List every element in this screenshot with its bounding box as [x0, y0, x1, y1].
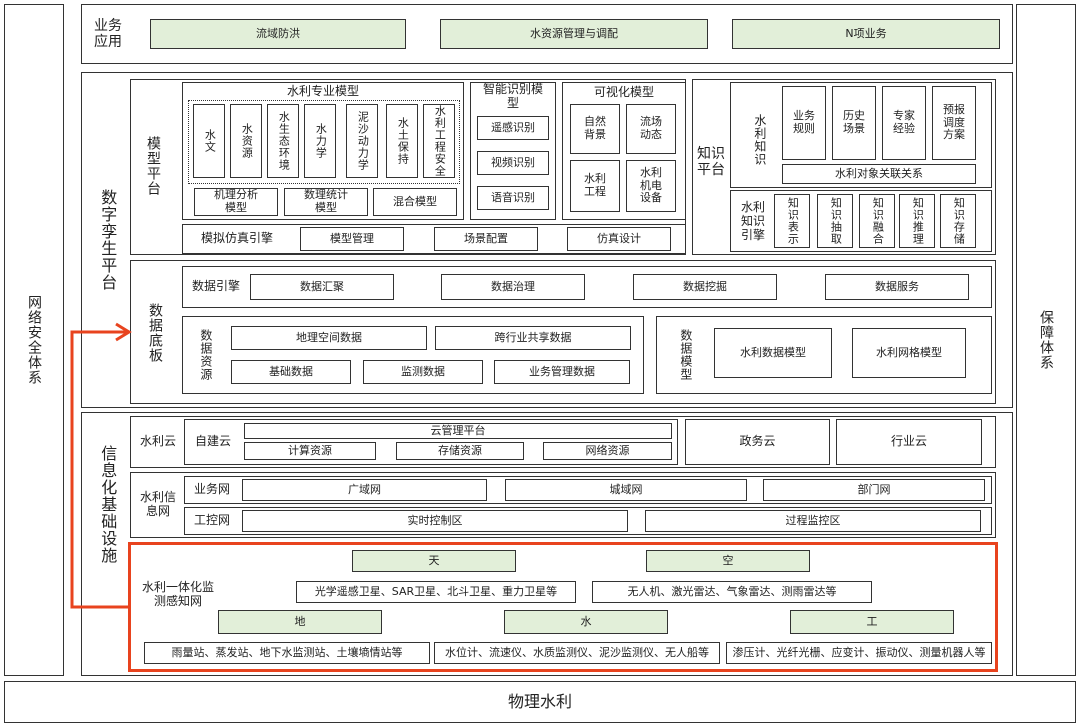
scene-configuration: 场景配置 [434, 227, 538, 251]
data-models-title: 数据模型 [678, 329, 693, 381]
infrastructure-title: 信息化基础设施 [98, 444, 118, 564]
cloud-management-platform: 云管理平台 [244, 423, 672, 439]
water-mechanical-equipment: 水利机电设备 [626, 160, 676, 212]
natural-background: 自然背景 [570, 104, 620, 154]
sensing-highlight-frame [128, 542, 998, 672]
network-security-label: 网络安全体系 [26, 295, 43, 385]
water-cloud-title: 水利云 [139, 434, 176, 449]
model-box: 水利工程安全 [423, 104, 455, 178]
flow-field-dynamics: 流场动态 [626, 104, 676, 154]
knowledge-representation: 知识表示 [774, 194, 810, 248]
metropolitan-network: 城域网 [505, 479, 747, 501]
data-base-title: 数据底板 [147, 303, 164, 363]
knowledge-engine-title: 水利知识引擎 [740, 200, 765, 242]
physical-water-bar: 物理水利 [4, 681, 1076, 723]
land-tier: 地 [218, 610, 382, 634]
realtime-control-zone: 实时控制区 [242, 510, 628, 532]
model-box: 泥沙动力学 [346, 104, 378, 178]
water-engineering: 水利工程 [570, 160, 620, 212]
data-engine-title: 数据引擎 [191, 279, 240, 294]
historical-scenes: 历史场景 [832, 86, 876, 160]
model-box: 水力学 [304, 104, 336, 178]
sky-devices: 光学遥感卫星、SAR卫星、北斗卫星、重力卫星等 [296, 581, 576, 603]
business-item: 流域防洪 [150, 19, 406, 49]
cross-industry-data: 跨行业共享数据 [435, 326, 631, 350]
water-devices: 水位计、流速仪、水质监测仪、泥沙监测仪、无人船等 [434, 642, 720, 664]
data-services: 数据服务 [825, 274, 969, 300]
model-platform-title: 模型平台 [145, 136, 162, 196]
knowledge-extraction: 知识抽取 [817, 194, 853, 248]
process-monitoring-zone: 过程监控区 [645, 510, 981, 532]
knowledge-reasoning: 知识推理 [899, 194, 935, 248]
knowledge-fusion: 知识融合 [859, 194, 895, 248]
network-security-column: 网络安全体系 [4, 4, 64, 676]
professional-models-title: 水利专业模型 [286, 84, 359, 99]
remote-sensing-recognition: 遥感识别 [477, 116, 549, 140]
guarantee-label: 保障体系 [1038, 310, 1055, 370]
water-data-model: 水利数据模型 [714, 328, 832, 378]
wide-area-network: 广域网 [242, 479, 487, 501]
model-management: 模型管理 [300, 227, 404, 251]
industry-cloud: 行业云 [836, 419, 982, 465]
government-cloud: 政务云 [685, 419, 830, 465]
business-network-title: 业务网 [193, 482, 230, 497]
voice-recognition: 语音识别 [477, 186, 549, 210]
data-resources-title: 数据资源 [198, 329, 213, 381]
statistics-model: 数理统计模型 [284, 188, 368, 216]
self-built-cloud-title: 自建云 [194, 434, 231, 449]
digital-twin-title: 数字孪生平台 [98, 189, 118, 291]
sky-tier: 天 [352, 550, 516, 572]
business-rules: 业务规则 [782, 86, 826, 160]
business-item: N项业务 [732, 19, 1000, 49]
air-tier: 空 [646, 550, 810, 572]
hybrid-model: 混合模型 [373, 188, 457, 216]
compute-resources: 计算资源 [244, 442, 376, 460]
model-box: 水生态环境 [267, 104, 299, 178]
engineering-tier: 工 [790, 610, 954, 634]
water-knowledge-title: 水利知识 [752, 114, 767, 166]
sensing-network-title: 水利一体化监测感知网 [141, 580, 214, 608]
data-governance: 数据治理 [441, 274, 585, 300]
expert-experience: 专家经验 [882, 86, 926, 160]
knowledge-platform-title: 知识平台 [697, 145, 725, 178]
knowledge-storage: 知识存储 [940, 194, 976, 248]
monitoring-data: 监测数据 [363, 360, 483, 384]
control-network-title: 工控网 [193, 513, 230, 528]
simulation-engine-title: 模拟仿真引擎 [200, 231, 273, 246]
engineering-devices: 渗压计、光纤光栅、应变计、振动仪、测量机器人等 [726, 642, 992, 664]
simulation-design: 仿真设计 [567, 227, 671, 251]
storage-resources: 存储资源 [396, 442, 524, 460]
object-relations: 水利对象关联关系 [782, 164, 976, 184]
department-network: 部门网 [763, 479, 985, 501]
network-resources: 网络资源 [543, 442, 672, 460]
water-tier: 水 [504, 610, 668, 634]
business-layer: 业务应用 流域防洪 水资源管理与调配 N项业务 [81, 4, 1013, 64]
basic-data: 基础数据 [231, 360, 351, 384]
ai-recognition-title: 智能识别模型 [483, 82, 544, 110]
geospatial-data: 地理空间数据 [231, 326, 427, 350]
model-box: 水文 [193, 104, 225, 178]
business-management-data: 业务管理数据 [494, 360, 630, 384]
mechanism-model: 机理分析模型 [194, 188, 278, 216]
air-devices: 无人机、激光雷达、气象雷达、测雨雷达等 [592, 581, 872, 603]
water-grid-model: 水利网格模型 [852, 328, 966, 378]
data-aggregation: 数据汇聚 [250, 274, 394, 300]
water-network-title: 水利信息网 [139, 490, 176, 518]
video-recognition: 视频识别 [477, 151, 549, 175]
model-box: 水土保持 [386, 104, 418, 178]
business-title: 业务应用 [94, 17, 122, 50]
data-mining: 数据挖掘 [633, 274, 777, 300]
business-item: 水资源管理与调配 [440, 19, 708, 49]
visualization-title: 可视化模型 [593, 85, 654, 100]
forecast-dispatch-plan: 预报调度方案 [932, 86, 976, 160]
guarantee-column: 保障体系 [1016, 4, 1076, 676]
land-devices: 雨量站、蒸发站、地下水监测站、土壤墒情站等 [144, 642, 430, 664]
model-box: 水资源 [230, 104, 262, 178]
